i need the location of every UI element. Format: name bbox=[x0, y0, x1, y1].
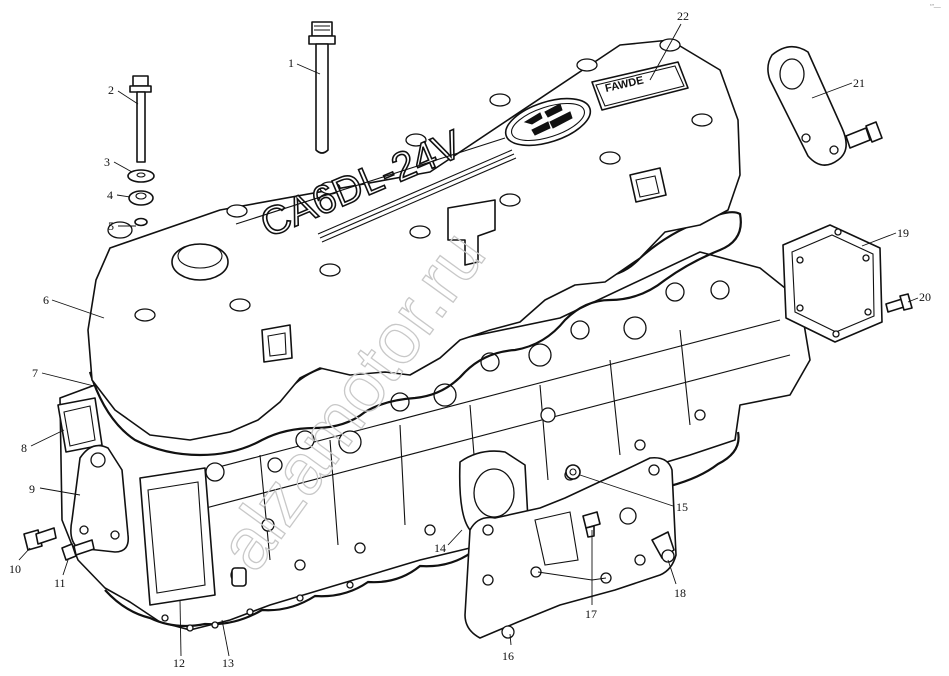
callout-22: 22 bbox=[677, 9, 689, 23]
leader-lines bbox=[18, 23, 919, 657]
callout-17: 17 bbox=[585, 607, 597, 621]
cover-bolt-2 bbox=[129, 75, 152, 163]
cover-bolt-bosses bbox=[107, 38, 713, 322]
callout-21: 21 bbox=[853, 76, 865, 90]
bolt-20 bbox=[885, 293, 913, 313]
front-plate-gasket-8 bbox=[57, 397, 103, 453]
cover-bracket bbox=[447, 199, 496, 266]
callout-5: 5 bbox=[108, 219, 114, 233]
lifting-bracket-21 bbox=[767, 45, 847, 166]
callout-4: 4 bbox=[107, 188, 113, 202]
callout-12: 12 bbox=[173, 656, 185, 670]
callout-9: 9 bbox=[29, 482, 35, 496]
washer-3 bbox=[127, 169, 155, 183]
callout-15: 15 bbox=[676, 500, 688, 514]
rubber-seal-4 bbox=[128, 190, 154, 206]
end-plate bbox=[139, 467, 216, 606]
callout-18: 18 bbox=[674, 586, 686, 600]
o-ring-5 bbox=[134, 217, 148, 227]
callout-1: 1 bbox=[288, 56, 294, 70]
bolt-11 bbox=[61, 539, 95, 561]
callout-6: 6 bbox=[43, 293, 49, 307]
callout-13: 13 bbox=[222, 656, 234, 670]
bolt-17 bbox=[582, 511, 601, 538]
bolt-10 bbox=[23, 527, 57, 551]
callout-19: 19 bbox=[897, 226, 909, 240]
callout-10: 10 bbox=[9, 562, 21, 576]
callout-11: 11 bbox=[54, 576, 66, 590]
callout-3: 3 bbox=[104, 155, 110, 169]
callout-20: 20 bbox=[919, 290, 931, 304]
cover-bolt-long-1 bbox=[308, 21, 336, 154]
lifting-bracket-9 bbox=[70, 444, 130, 553]
callout-14: 14 bbox=[434, 541, 446, 555]
end-cover-19 bbox=[782, 224, 883, 343]
callout-labels: 1 2 3 4 5 6 7 8 9 10 11 12 13 14 15 16 1… bbox=[9, 9, 931, 670]
bolt-18 bbox=[651, 531, 675, 563]
callout-16: 16 bbox=[502, 649, 514, 663]
faw-emblem-icon bbox=[504, 97, 592, 147]
brand-plate: FAWDE bbox=[591, 61, 689, 111]
corner-mark: ′″— bbox=[930, 4, 941, 11]
callout-2: 2 bbox=[108, 83, 114, 97]
callout-8: 8 bbox=[21, 441, 27, 455]
breather-window bbox=[261, 324, 293, 363]
bracket-bolt bbox=[845, 121, 883, 149]
washer-15 bbox=[565, 464, 581, 480]
callout-7: 7 bbox=[32, 366, 38, 380]
